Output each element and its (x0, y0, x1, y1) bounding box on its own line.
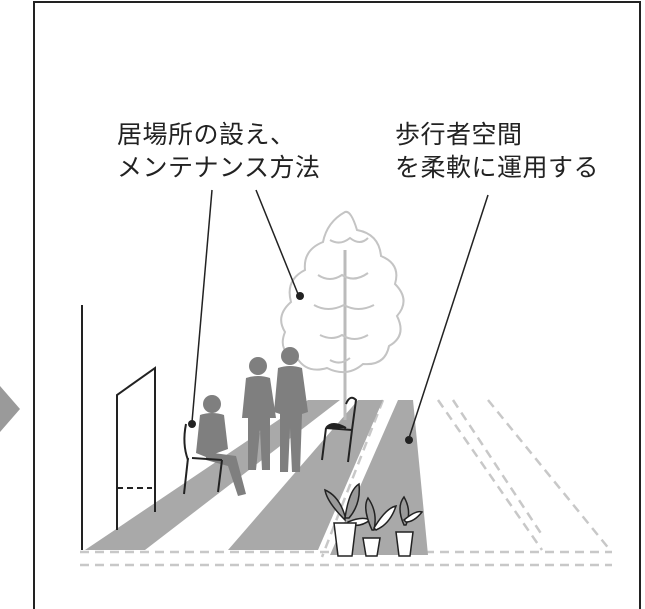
frame-border (33, 1, 641, 609)
walkway-strips (85, 400, 428, 555)
label-seating-maintenance: 居場所の設え、 メンテナンス方法 (117, 118, 321, 184)
label-pedestrian-line2: を柔軟に運用する (395, 153, 600, 182)
seated-person (183, 395, 246, 496)
leader-dots (188, 292, 413, 444)
walkway-strip-2 (228, 400, 383, 550)
walking-couple (242, 347, 308, 472)
plant-pot-1 (333, 522, 357, 557)
walkway-strip-1 (85, 400, 340, 550)
right-arrow-icon (0, 386, 20, 432)
potted-plants (324, 482, 424, 557)
plant-pot-2 (362, 537, 381, 557)
label-seating-line1: 居場所の設え、 (117, 120, 296, 149)
dashed-lane-markings (80, 399, 612, 567)
plant-pot-3 (395, 531, 414, 557)
label-pedestrian-space: 歩行者空間 を柔軟に運用する (395, 118, 599, 184)
empty-chair (321, 396, 358, 463)
leader-line-walkway (408, 194, 489, 439)
door-frame (116, 366, 156, 530)
leader-line-tree (255, 189, 299, 295)
building-wall (81, 305, 156, 550)
label-pedestrian-line1: 歩行者空間 (395, 120, 523, 149)
leader-line-seat (191, 189, 213, 423)
tree-illustration (280, 210, 405, 420)
label-seating-line2: メンテナンス方法 (117, 153, 321, 182)
leader-lines (191, 189, 489, 439)
